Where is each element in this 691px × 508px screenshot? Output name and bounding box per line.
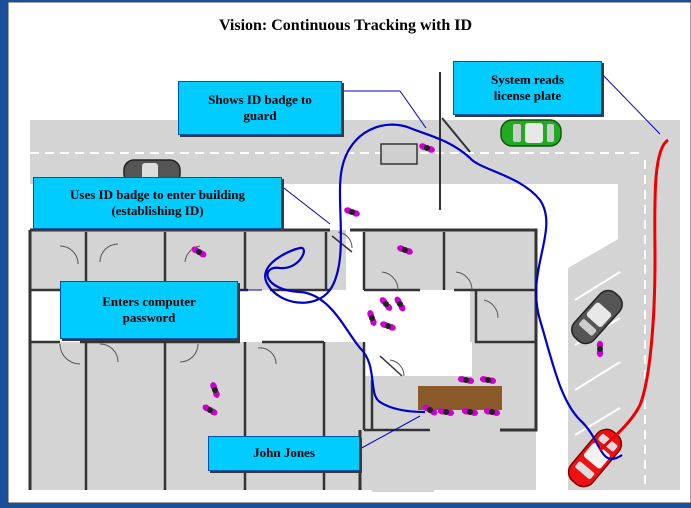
- callout-pointers: [236, 71, 661, 451]
- tracking-path: [264, 123, 623, 461]
- guard-booth: [380, 143, 418, 165]
- callout-enter-building: Uses ID badge to enter building (establi…: [33, 177, 282, 229]
- callout-person-name: John Jones: [208, 436, 360, 471]
- gate-arm: [441, 117, 471, 153]
- parked-car-icon: [571, 289, 623, 345]
- green-car-icon: [500, 119, 562, 147]
- parking-line: [574, 407, 621, 436]
- car-path: [598, 138, 669, 452]
- callout-id-badge-guard: Shows ID badge to guard: [178, 81, 342, 135]
- parking-line: [574, 271, 621, 301]
- conference-table: [418, 386, 502, 410]
- callout-license-plate: System reads license plate: [453, 61, 602, 115]
- road-vertical: [618, 120, 680, 490]
- parking-line: [574, 361, 621, 391]
- diagram-title: Vision: Continuous Tracking with ID: [218, 17, 473, 34]
- callout-computer-password: Enters computer password: [60, 281, 238, 339]
